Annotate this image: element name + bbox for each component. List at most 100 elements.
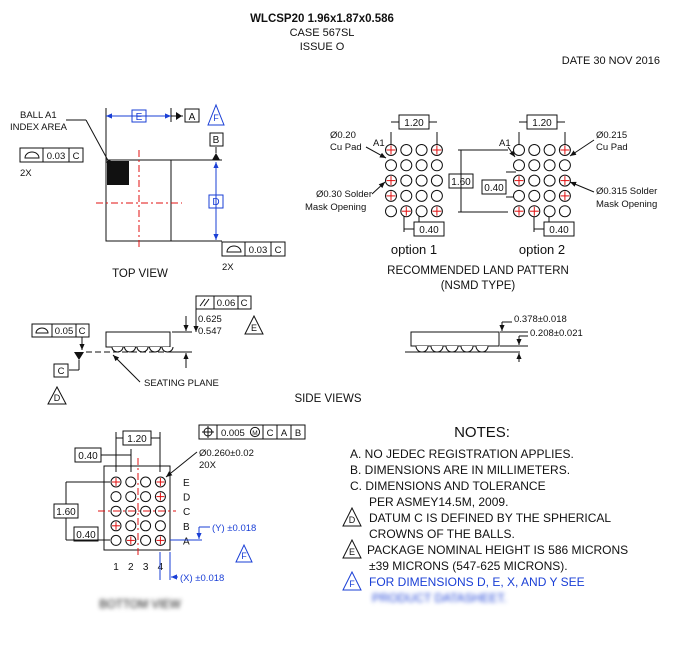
land-pad-opt2 xyxy=(513,205,525,218)
bottom-ball xyxy=(154,491,166,503)
col-label: 3 xyxy=(143,562,149,573)
side-balls-right xyxy=(415,345,489,353)
land-pad-opt1 xyxy=(430,159,443,172)
row-label: A xyxy=(183,536,190,547)
side-ball xyxy=(415,345,429,353)
opt1-pad-desc: Cu Pad xyxy=(330,142,362,153)
option-2-label: option 2 xyxy=(519,242,565,257)
opt1-a1-label: A1 xyxy=(373,138,385,149)
side-ball xyxy=(124,346,136,353)
parallel-tol: 0.06 xyxy=(217,298,236,309)
note-d-line1: DATUM C IS DEFINED BY THE SPHERICAL xyxy=(369,511,611,525)
datum-b-top: B xyxy=(213,135,220,146)
side-ball xyxy=(111,346,124,353)
bottom-ball xyxy=(110,520,122,532)
opt1-pitch-small: 0.40 xyxy=(419,225,439,236)
opt1-pad-dia: Ø0.20 xyxy=(330,130,356,141)
issue-label: ISSUE O xyxy=(300,41,345,53)
note-e-line2: ±39 MICRONS (547-625 MICRONS). xyxy=(369,559,568,573)
bottom-ball xyxy=(140,476,152,488)
twox-lower: 2X xyxy=(222,262,234,273)
note-f-line1: FOR DIMENSIONS D, E, X, AND Y SEE xyxy=(369,575,585,589)
land-pad-opt2 xyxy=(528,159,541,172)
flat-tol: 0.05 xyxy=(55,326,74,337)
note-e-side: E xyxy=(251,323,257,333)
height-min: 0.547 xyxy=(198,326,222,337)
land-pad-opt1 xyxy=(430,189,443,202)
package-body-side xyxy=(105,331,171,348)
x-tolerance: (X) ±0.018 xyxy=(180,573,224,584)
twox-upper: 2X xyxy=(20,168,32,179)
flat-datum: C xyxy=(79,326,86,337)
land-pad-opt2 xyxy=(558,174,571,187)
bottom-pitch-y: 1.60 xyxy=(56,507,76,518)
land-pattern-caption: RECOMMENDED LAND PATTERN xyxy=(387,265,569,277)
land-pad-opt1 xyxy=(415,205,428,218)
land-pad-opt1 xyxy=(385,205,397,218)
bottom-ball xyxy=(154,476,166,488)
opt2-pitch-x: 1.20 xyxy=(532,118,552,129)
land-pad-opt2 xyxy=(528,189,541,202)
land-pattern-option-2: 1.20 A1 Ø0.215 Cu Pad Ø0.315 Solder Mask… xyxy=(448,114,657,257)
note-e-line1: PACKAGE NOMINAL HEIGHT IS 586 MICRONS xyxy=(367,543,628,557)
position-datum-a: A xyxy=(281,428,288,439)
option-1-label: option 1 xyxy=(391,242,437,257)
land-pad-opt2 xyxy=(528,174,541,187)
bottom-ball xyxy=(140,520,152,532)
col-label: 1 xyxy=(113,562,119,573)
bottom-ball xyxy=(125,520,137,532)
bottom-ball xyxy=(110,534,122,546)
height-max: 0.625 xyxy=(198,314,222,325)
side-ball xyxy=(430,345,444,353)
note-d-side: D xyxy=(54,393,61,403)
note-f-line2: PRODUCT DATASHEET. xyxy=(372,591,507,605)
side-ball xyxy=(475,345,489,353)
land-pad-opt1 xyxy=(400,144,413,156)
side-ball xyxy=(149,346,161,353)
land-pad-opt2 xyxy=(543,189,556,202)
ball-diameter: Ø0.260±0.02 xyxy=(199,448,254,459)
top-view-caption: TOP VIEW xyxy=(112,268,168,280)
land-pad-opt1 xyxy=(400,189,413,202)
bottom-ball xyxy=(125,476,137,488)
land-pad-opt2 xyxy=(543,205,556,218)
opt1-pitch-x: 1.20 xyxy=(404,118,424,129)
side-ball xyxy=(161,346,174,353)
land-pad-opt1 xyxy=(400,205,413,218)
drawing-title: WLCSP20 1.96x1.87x0.586 xyxy=(250,13,394,25)
land-pad-opt1 xyxy=(400,174,413,187)
land-pad-opt1 xyxy=(415,144,428,156)
position-datum-b: B xyxy=(295,428,301,439)
land-pad-opt1 xyxy=(415,189,428,202)
case-number: CASE 567SL xyxy=(290,27,355,39)
land-pad-opt2 xyxy=(513,189,525,202)
index-area-label: INDEX AREA xyxy=(10,122,68,133)
land-pad-opt1 xyxy=(430,144,443,156)
land-pad-opt2 xyxy=(543,159,556,172)
bottom-ball xyxy=(154,534,166,546)
bottom-pitch-x: 1.20 xyxy=(127,434,147,445)
bottom-ball xyxy=(140,491,152,503)
land-pad-opt1 xyxy=(400,159,413,172)
row-label: D xyxy=(183,493,190,504)
opt2-pitch-y: 1.60 xyxy=(451,177,471,188)
row-label: B xyxy=(183,522,190,533)
right-height-bottom: 0.208±0.021 xyxy=(530,328,583,339)
land-pattern-option-1: 1.20 Ø0.20 Cu Pad A1 Ø0.30 Solder Mask O… xyxy=(305,114,445,257)
land-pad-opt2 xyxy=(558,189,571,202)
opt1-mask-dia: Ø0.30 Solder xyxy=(316,189,372,200)
land-pad-opt2 xyxy=(513,159,525,172)
package-body-side-right xyxy=(410,331,500,347)
bottom-ball xyxy=(154,520,166,532)
bottom-ball xyxy=(125,534,137,546)
land-pad-opt2 xyxy=(558,159,571,172)
ball-count: 20X xyxy=(199,460,217,471)
dim-e-label: E xyxy=(136,112,143,123)
tol-top-view-lower: 0.03 xyxy=(249,245,268,256)
row-label: E xyxy=(183,478,190,489)
seating-plane-label: SEATING PLANE xyxy=(144,378,219,389)
side-ball xyxy=(445,345,459,353)
land-pad-opt2 xyxy=(513,144,525,156)
